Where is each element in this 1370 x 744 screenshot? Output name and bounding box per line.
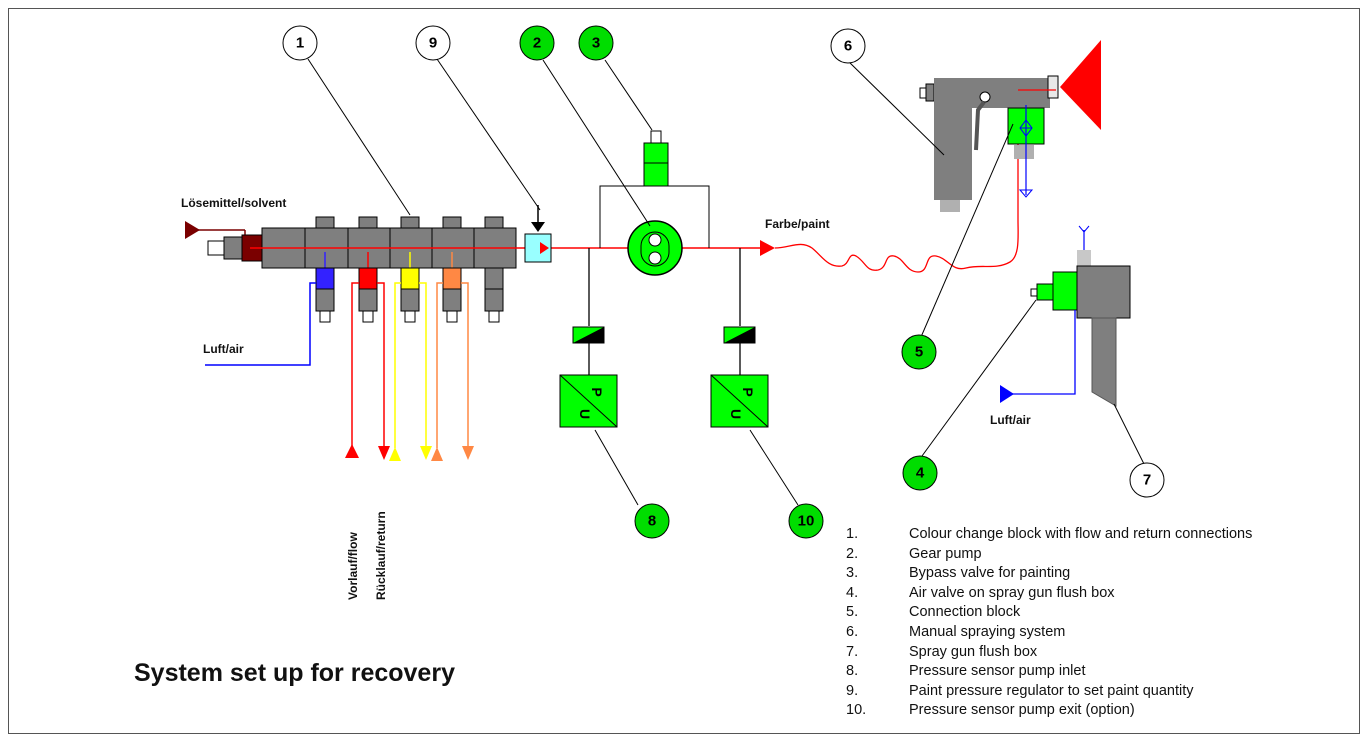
legend-item: 4.Air valve on spray gun flush box (846, 584, 1115, 601)
diagram-frame (8, 8, 1360, 734)
air-inlet-left: Luft/air (203, 282, 316, 366)
air-left-label: Luft/air (203, 342, 244, 356)
paint-arrow-icon (760, 240, 775, 256)
component-legend: 1.Colour change block with flow and retu… (846, 525, 1252, 721)
flow-return-lines: Vorlauf/flow Rücklauf/return (345, 282, 474, 600)
air-arrow-icon (1000, 385, 1014, 403)
svg-text:1: 1 (296, 35, 304, 52)
callout-4: 4 (902, 455, 938, 491)
solvent-inlet: Lösemittel/solvent (181, 196, 286, 240)
legend-item: 9.Paint pressure regulator to set paint … (846, 682, 1194, 699)
svg-text:9: 9 (429, 35, 437, 52)
spray-gun-flush-box: Luft/air (990, 225, 1131, 427)
callout-3: 3 (578, 25, 614, 61)
manual-spray-gun (919, 40, 1101, 212)
pump-u-letter-2: U (728, 409, 744, 419)
paint-label: Farbe/paint (765, 217, 830, 231)
legend-item: 10.Pressure sensor pump exit (option) (846, 702, 1135, 719)
pump-p-letter-2: P (740, 387, 756, 396)
colour-change-block (207, 216, 517, 323)
callout-10: 10 (788, 503, 824, 539)
pump-p-letter: P (589, 387, 605, 396)
callout-2: 2 (519, 25, 555, 61)
svg-text:4: 4 (916, 465, 925, 482)
callout-7: 7 (1129, 462, 1165, 498)
legend-item: 1.Colour change block with flow and retu… (846, 526, 1253, 542)
legend-item: 2.Gear pump (846, 545, 982, 562)
svg-text:7: 7 (1143, 472, 1151, 489)
diagram-title: System set up for recovery (134, 659, 455, 687)
air-right-label: Luft/air (990, 413, 1031, 427)
legend-item: 8.Pressure sensor pump inlet (846, 663, 1086, 680)
legend-item: 3.Bypass valve for painting (846, 565, 1071, 582)
callout-5: 5 (901, 334, 937, 370)
pressure-sensor-exit: P U (710, 248, 769, 428)
legend-item: 7.Spray gun flush box (846, 643, 1038, 660)
svg-text:5: 5 (915, 344, 923, 361)
gear-pump-assembly (599, 130, 710, 276)
svg-text:8: 8 (648, 513, 656, 530)
solvent-label: Lösemittel/solvent (181, 196, 286, 210)
svg-text:2: 2 (533, 35, 541, 52)
main-paint-line: Farbe/paint (250, 90, 1019, 273)
flow-label: Vorlauf/flow (346, 532, 360, 600)
svg-text:6: 6 (844, 38, 852, 55)
svg-text:10: 10 (798, 513, 815, 530)
callout-6: 6 (830, 28, 866, 64)
leader-lines (307, 58, 1146, 506)
pump-u-letter: U (577, 409, 593, 419)
callout-8: 8 (634, 503, 670, 539)
legend-item: 5.Connection block (846, 604, 1021, 621)
paint-pressure-regulator (524, 205, 552, 263)
svg-text:3: 3 (592, 35, 600, 52)
pressure-sensor-inlet: P U (559, 248, 618, 428)
callout-1: 1 (282, 25, 318, 61)
legend-item: 6.Manual spraying system (846, 623, 1066, 640)
callout-9: 9 (415, 25, 451, 61)
return-label: Rücklauf/return (374, 511, 388, 600)
solvent-arrow-icon (185, 221, 200, 239)
